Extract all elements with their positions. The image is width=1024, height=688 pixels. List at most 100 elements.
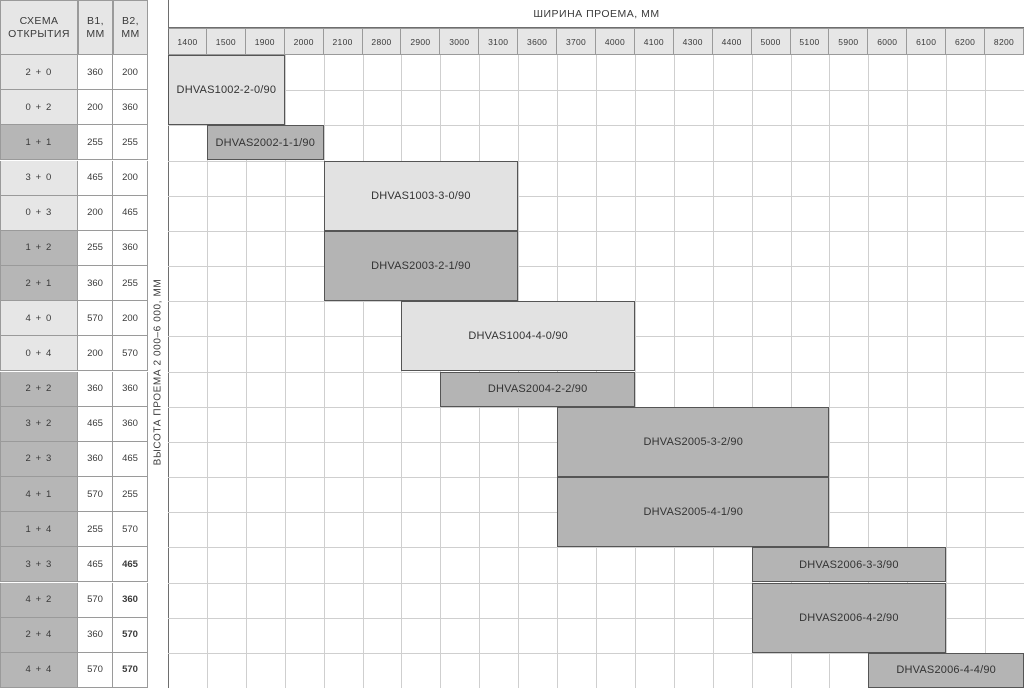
product-block[interactable]: DHVAS1002-2-0/90 xyxy=(168,55,285,126)
column-header-width: 1400 xyxy=(168,28,207,55)
cell-b1: 200 xyxy=(78,90,113,126)
column-header-width: 2000 xyxy=(284,28,324,55)
cell-b2: 465 xyxy=(113,547,148,583)
chart-title: ШИРИНА ПРОЕМА, ММ xyxy=(168,0,1024,28)
cell-b1: 255 xyxy=(78,125,113,161)
grid-line-vertical xyxy=(207,55,208,688)
cell-scheme: 2 + 1 xyxy=(0,266,78,302)
cell-scheme: 4 + 1 xyxy=(0,477,78,513)
grid-line-horizontal xyxy=(168,161,1024,162)
cell-b2: 360 xyxy=(113,406,148,442)
product-block[interactable]: DHVAS2002-1-1/90 xyxy=(206,125,324,161)
column-header-width: 6100 xyxy=(907,28,947,55)
product-block[interactable]: DHVAS2006-4-2/90 xyxy=(751,582,947,653)
cell-b1: 360 xyxy=(78,617,113,653)
cell-scheme: 2 + 2 xyxy=(0,371,78,407)
column-header-width: 4400 xyxy=(712,28,752,55)
cell-b2: 570 xyxy=(113,652,148,688)
cell-b2: 255 xyxy=(113,125,148,161)
cell-b2: 570 xyxy=(113,617,148,653)
grid-line-horizontal xyxy=(168,583,1024,584)
grid-line-horizontal xyxy=(168,547,1024,548)
cell-b1: 570 xyxy=(78,582,113,618)
grid-line-vertical xyxy=(635,55,636,688)
cell-b2: 360 xyxy=(113,371,148,407)
column-header-width: 6200 xyxy=(946,28,986,55)
y-axis: ВЫСОТА ПРОЕМА 2 000–6 000, ММ xyxy=(148,55,168,688)
product-block[interactable]: DHVAS2006-4-4/90 xyxy=(868,652,1024,688)
cell-b2: 200 xyxy=(113,301,148,337)
cell-b2: 360 xyxy=(113,90,148,126)
column-header-width: 3100 xyxy=(479,28,519,55)
grid-line-vertical xyxy=(946,55,947,688)
cell-scheme: 1 + 4 xyxy=(0,512,78,548)
cell-b2: 200 xyxy=(113,55,148,91)
grid-line-vertical xyxy=(285,55,286,688)
column-header-width: 4100 xyxy=(634,28,674,55)
grid-line-horizontal xyxy=(168,266,1024,267)
cell-scheme: 2 + 4 xyxy=(0,617,78,653)
cell-b2: 200 xyxy=(113,160,148,196)
column-header-width: 2800 xyxy=(362,28,402,55)
cell-b2: 570 xyxy=(113,512,148,548)
product-block[interactable]: DHVAS2003-2-1/90 xyxy=(323,230,519,302)
column-header-scheme: СХЕМА ОТКРЫТИЯ xyxy=(0,0,78,55)
cell-b2: 360 xyxy=(113,230,148,266)
grid-line-vertical xyxy=(713,55,714,688)
grid-line-horizontal xyxy=(168,90,1024,91)
product-block[interactable]: DHVAS2004-2-2/90 xyxy=(440,371,635,407)
grid-line-vertical xyxy=(907,55,908,688)
cell-scheme: 3 + 3 xyxy=(0,547,78,583)
cell-b2: 570 xyxy=(113,336,148,372)
column-header-width: 2900 xyxy=(401,28,441,55)
cell-scheme: 1 + 1 xyxy=(0,125,78,161)
grid-line-horizontal xyxy=(168,618,1024,619)
cell-scheme: 4 + 0 xyxy=(0,301,78,337)
column-header-width: 2100 xyxy=(323,28,363,55)
cell-b2: 255 xyxy=(113,477,148,513)
grid-line-horizontal xyxy=(168,653,1024,654)
grid-line-horizontal xyxy=(168,231,1024,232)
cell-scheme: 0 + 2 xyxy=(0,90,78,126)
cell-b1: 360 xyxy=(78,371,113,407)
column-header-width: 5900 xyxy=(829,28,869,55)
cell-scheme: 3 + 2 xyxy=(0,406,78,442)
cell-b1: 360 xyxy=(78,266,113,302)
column-header-width: 3700 xyxy=(557,28,596,55)
cell-b2: 255 xyxy=(113,266,148,302)
product-block[interactable]: DHVAS2006-3-3/90 xyxy=(751,547,947,583)
column-header-width: 6000 xyxy=(868,28,908,55)
column-header-width: 3600 xyxy=(518,28,558,55)
product-block[interactable]: DHVAS2005-4-1/90 xyxy=(557,477,830,548)
column-header-width: 3000 xyxy=(440,28,480,55)
column-header-width: 4000 xyxy=(595,28,635,55)
cell-b1: 255 xyxy=(78,230,113,266)
product-block[interactable]: DHVAS1004-4-0/90 xyxy=(401,301,635,372)
y-axis-label: ВЫСОТА ПРОЕМА 2 000–6 000, ММ xyxy=(152,278,164,465)
cell-b1: 360 xyxy=(78,441,113,477)
column-header-width: 8200 xyxy=(985,28,1024,55)
cell-scheme: 2 + 3 xyxy=(0,441,78,477)
grid-line-vertical xyxy=(324,55,325,688)
product-block[interactable]: DHVAS1003-3-0/90 xyxy=(323,160,519,231)
grid-line-vertical xyxy=(401,55,402,688)
cell-scheme: 2 + 0 xyxy=(0,55,78,91)
grid-line-vertical xyxy=(246,55,247,688)
product-block[interactable]: DHVAS2005-3-2/90 xyxy=(557,406,830,477)
cell-b2: 465 xyxy=(113,195,148,231)
cell-b1: 200 xyxy=(78,195,113,231)
cell-scheme: 4 + 2 xyxy=(0,582,78,618)
